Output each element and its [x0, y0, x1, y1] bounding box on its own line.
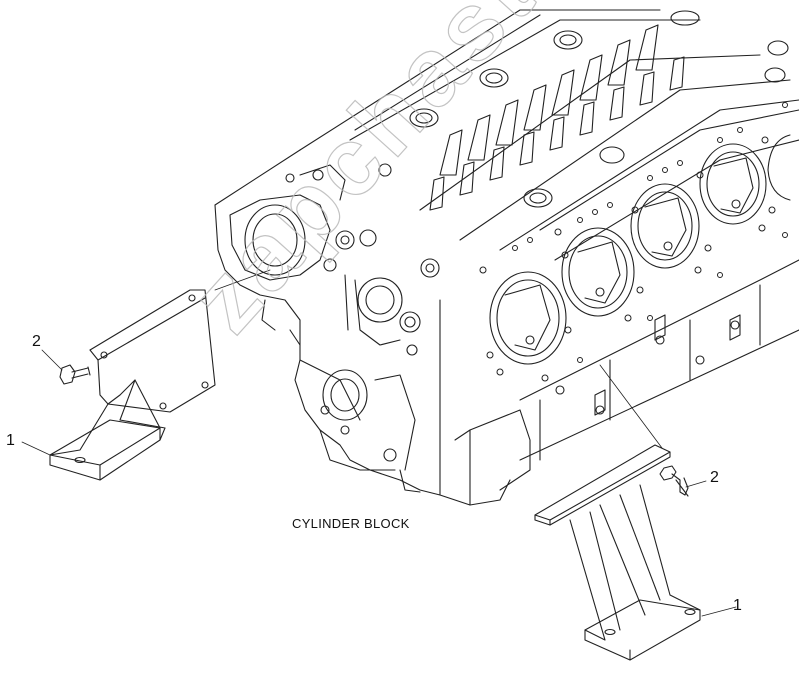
right-bolt: [659, 465, 689, 497]
left-bolt: [59, 364, 91, 385]
block-top-ports: [409, 10, 789, 208]
cylinder-bore-4: [699, 143, 767, 225]
callout-left-part: 1: [6, 432, 15, 449]
cylinder-bore-3: [630, 183, 700, 269]
block-side-skirt: [439, 259, 799, 506]
assembly-lines: [214, 269, 663, 449]
left-support-bracket: [49, 289, 216, 481]
leader-lines: [21, 349, 737, 617]
cylinder-bores: [489, 134, 791, 365]
right-support-bracket: [534, 444, 701, 661]
block-front-end: [214, 163, 441, 496]
cylinder-bore-5: [767, 134, 791, 201]
cylinder-bore-1: [489, 271, 567, 365]
diagram-caption: CYLINDER BLOCK: [292, 516, 410, 531]
cylinder-bore-2: [561, 227, 635, 317]
callout-right-part: 1: [733, 597, 742, 614]
block-ribs: [429, 24, 685, 211]
callout-right-bolt: 2: [710, 469, 719, 486]
deck-bolt-holes: [479, 102, 788, 382]
callout-left-bolt: 2: [32, 333, 41, 350]
